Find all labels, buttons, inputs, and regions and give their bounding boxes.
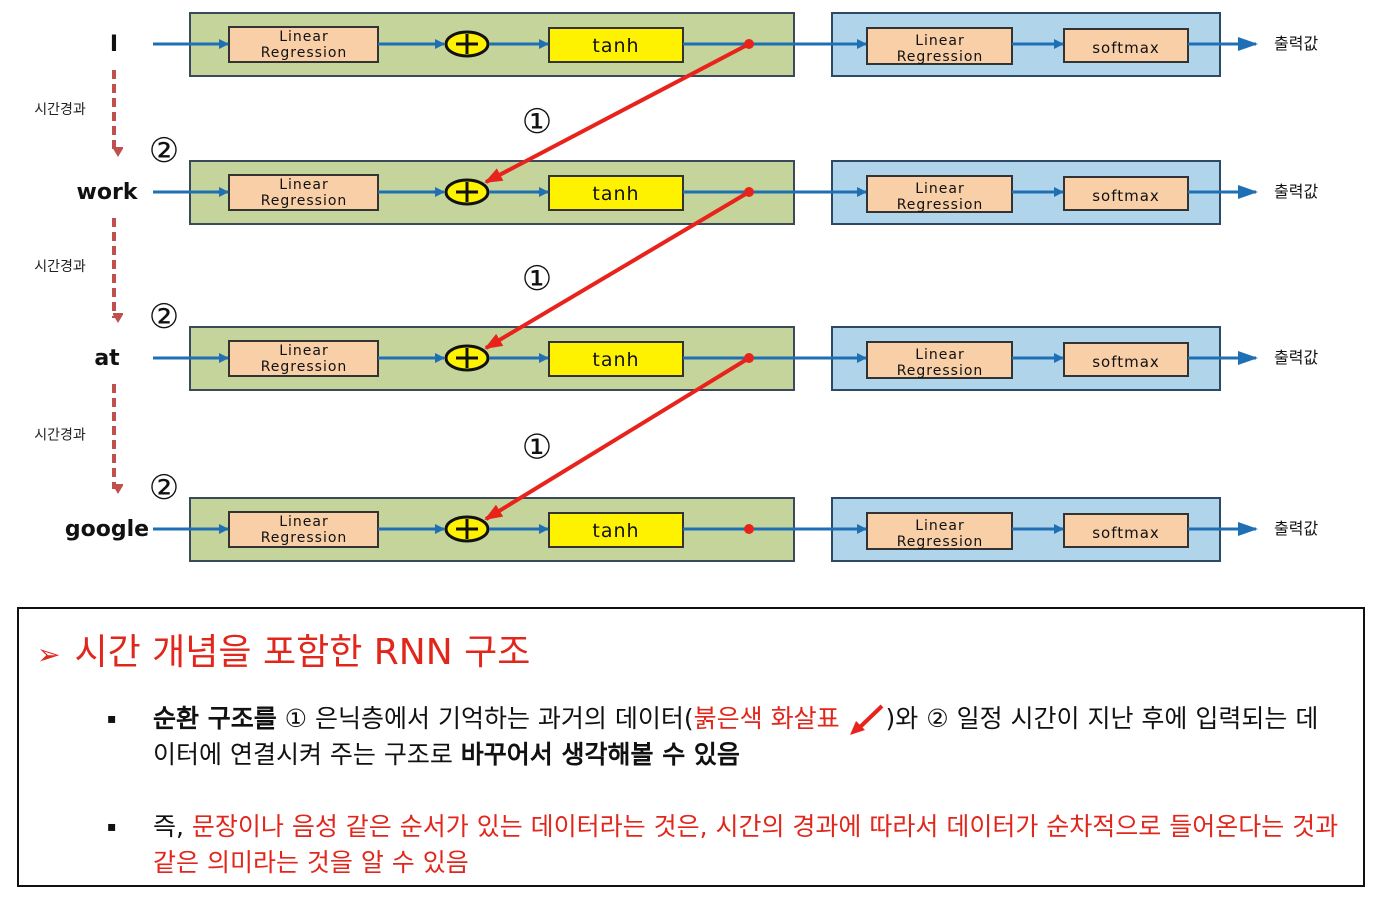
output-linear-box [866, 175, 1013, 213]
output-linear-label: Linear [915, 181, 965, 197]
marker-one: ① [522, 428, 552, 468]
hidden-state-dot [744, 524, 754, 534]
output-value-label: 출력값 [1274, 182, 1318, 201]
bullet-2-part2: 문장이나 음성 같은 순서가 있는 데이터라는 것은 [191, 812, 700, 841]
regression-label: Regression [261, 193, 348, 209]
bullet-item-2: ▪ 즉, 문장이나 음성 같은 순서가 있는 데이터라는 것은, 시간의 경과에… [107, 809, 1339, 881]
linear-label: Linear [279, 343, 329, 359]
output-value-label: 출력값 [1274, 348, 1318, 367]
output-linear-label: Linear [915, 518, 965, 534]
recurrent-arrow [484, 42, 750, 184]
bullet-2-part3: , 시간의 경과에 따라서 데이터가 순차적으로 들어온다는 것과 같은 의미라… [153, 812, 1339, 877]
bullet-1-part4: )와 ② 일정 시간이 지난 후에 입력되는 데이터에 연결시켜 주는 구조로 [153, 704, 1319, 769]
softmax-label: softmax [1092, 187, 1160, 205]
time-elapse-label: 시간경과 [34, 428, 86, 444]
linear-regression-box [228, 174, 379, 211]
marker-two: ② [149, 297, 179, 337]
output-linear-label: Linear [915, 33, 965, 49]
output-regression-label: Regression [897, 534, 984, 550]
tanh-box [548, 341, 684, 377]
softmax-label: softmax [1092, 524, 1160, 542]
input-word: work [77, 180, 139, 205]
bullet-item-1: ▪ 순환 구조를 ① 은닉층에서 기억하는 과거의 데이터(붉은색 화살표 )와… [107, 701, 1339, 773]
output-regression-label: Regression [897, 49, 984, 65]
tanh-label: tanh [592, 349, 639, 371]
linear-label: Linear [279, 177, 329, 193]
recurrent-arrow [484, 190, 751, 350]
bullet-1-part3: 붉은색 화살표 [693, 704, 840, 733]
input-word: at [94, 346, 120, 371]
regression-label: Regression [261, 45, 348, 61]
output-linear-label: Linear [915, 347, 965, 363]
output-linear-box [866, 27, 1013, 65]
linear-regression-box [228, 340, 379, 377]
tanh-label: tanh [592, 35, 639, 57]
output-linear-box [866, 512, 1013, 550]
linear-label: Linear [279, 29, 329, 45]
time-elapse-label: 시간경과 [34, 259, 86, 275]
linear-label: Linear [279, 514, 329, 530]
bullet-1-text: 순환 구조를 ① 은닉층에서 기억하는 과거의 데이터(붉은색 화살표 )와 ②… [153, 701, 1339, 773]
tanh-label: tanh [592, 520, 639, 542]
bullet-2-text: 즉, 문장이나 음성 같은 순서가 있는 데이터라는 것은, 시간의 경과에 따… [153, 809, 1339, 881]
output-value-label: 출력값 [1274, 34, 1318, 53]
summary-heading: ➢ 시간 개념을 포함한 RNN 구조 [37, 623, 530, 675]
softmax-label: softmax [1092, 353, 1160, 371]
bullet-1-part5: 바꾸어서 생각해볼 수 있음 [460, 740, 740, 769]
heading-arrow-icon: ➢ [37, 638, 61, 671]
input-word: I [110, 32, 118, 57]
output-regression-label: Regression [897, 363, 984, 379]
bullet-1-part1: 순환 구조를 [153, 704, 277, 733]
linear-regression-box [228, 511, 379, 548]
summary-box: ➢ 시간 개념을 포함한 RNN 구조 ▪ 순환 구조를 ① 은닉층에서 기억하는… [17, 607, 1365, 887]
output-regression-label: Regression [897, 197, 984, 213]
bullet-2-part1: 즉, [153, 812, 192, 841]
bullet-square-icon: ▪ [107, 819, 117, 835]
time-elapse-label: 시간경과 [34, 102, 86, 118]
marker-one: ① [522, 102, 552, 142]
softmax-box [1063, 342, 1189, 377]
softmax-label: softmax [1092, 39, 1160, 57]
regression-label: Regression [261, 359, 348, 375]
bullet-1-part2: ① 은닉층에서 기억하는 과거의 데이터( [276, 704, 694, 733]
output-value-label: 출력값 [1274, 519, 1318, 538]
red-arrow-icon [849, 704, 883, 735]
input-word: google [65, 517, 149, 542]
marker-two: ② [149, 468, 179, 508]
tanh-label: tanh [592, 183, 639, 205]
regression-label: Regression [261, 530, 348, 546]
marker-one: ① [522, 259, 552, 299]
output-linear-box [866, 341, 1013, 379]
linear-regression-box [228, 26, 379, 63]
recurrent-arrow [484, 356, 751, 521]
heading-text: 시간 개념을 포함한 RNN 구조 [74, 632, 531, 673]
bullet-square-icon: ▪ [107, 711, 117, 727]
marker-two: ② [149, 131, 179, 171]
